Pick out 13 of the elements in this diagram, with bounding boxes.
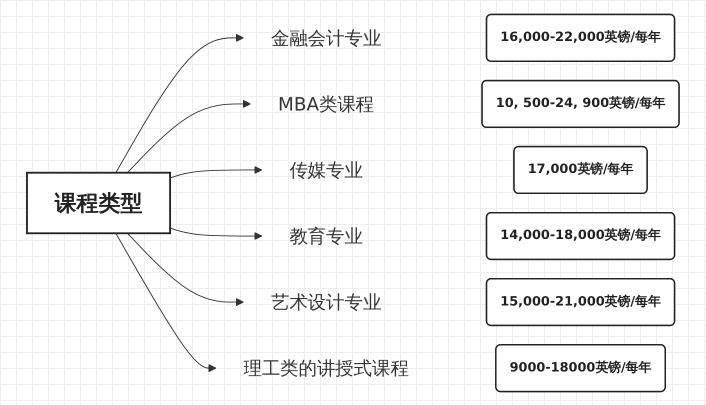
arrow xyxy=(115,232,216,372)
arrow xyxy=(115,33,244,173)
node-text: MBA类课程 xyxy=(278,92,374,114)
node-text: 教育专业 xyxy=(289,224,363,247)
node-text: 理工类的讲授式课程 xyxy=(243,356,409,379)
arrow xyxy=(170,165,262,178)
arrow xyxy=(126,232,244,306)
arrow xyxy=(170,227,262,240)
node-text: 艺术设计专业 xyxy=(271,290,382,313)
node-box: 课程类型 xyxy=(26,171,172,234)
node-text: 金融会计专业 xyxy=(271,26,382,48)
node-text: 传媒专业 xyxy=(289,158,363,180)
arrow xyxy=(126,99,251,173)
